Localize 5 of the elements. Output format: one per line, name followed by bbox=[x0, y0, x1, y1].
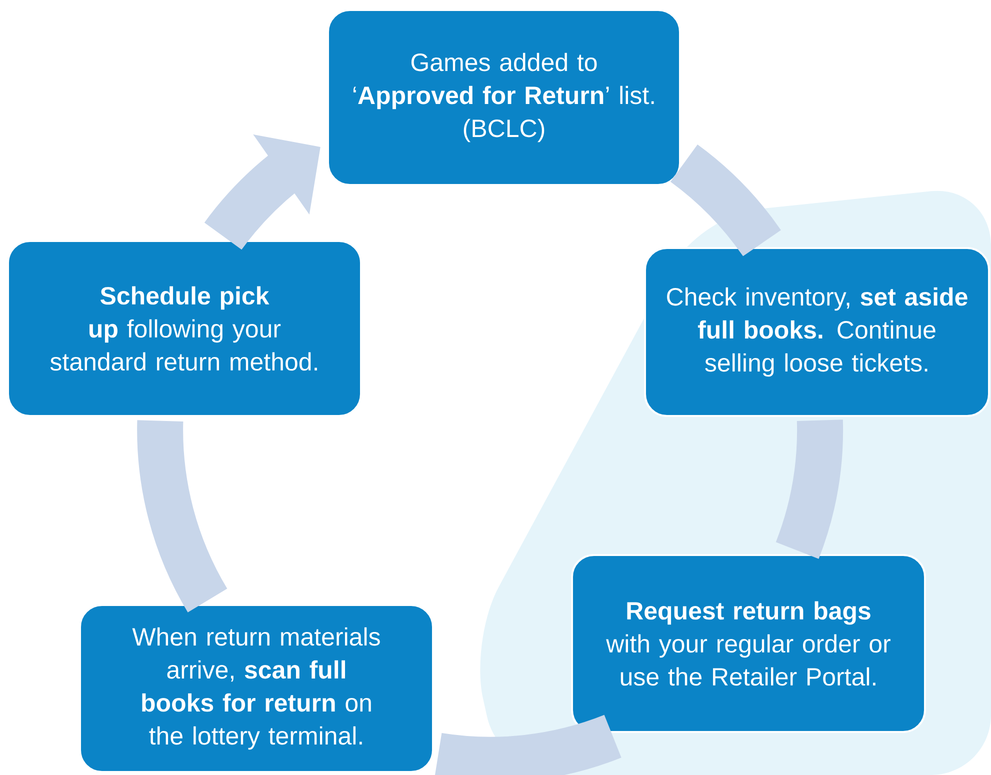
process-box: Schedule pick up following your standard return method. bbox=[7, 240, 362, 417]
process-box: Check inventory, set aside full books. Continue selling loose tickets. bbox=[644, 246, 990, 417]
process-box: Request return bags with your regular order or use the Retailer Portal. bbox=[571, 554, 926, 733]
process-box: Games added to ‘Approved for Return’ list. (BCLC) bbox=[327, 8, 681, 186]
process-box: When return materials arrive, scan full books for return on the lottery terminal. bbox=[79, 604, 434, 773]
